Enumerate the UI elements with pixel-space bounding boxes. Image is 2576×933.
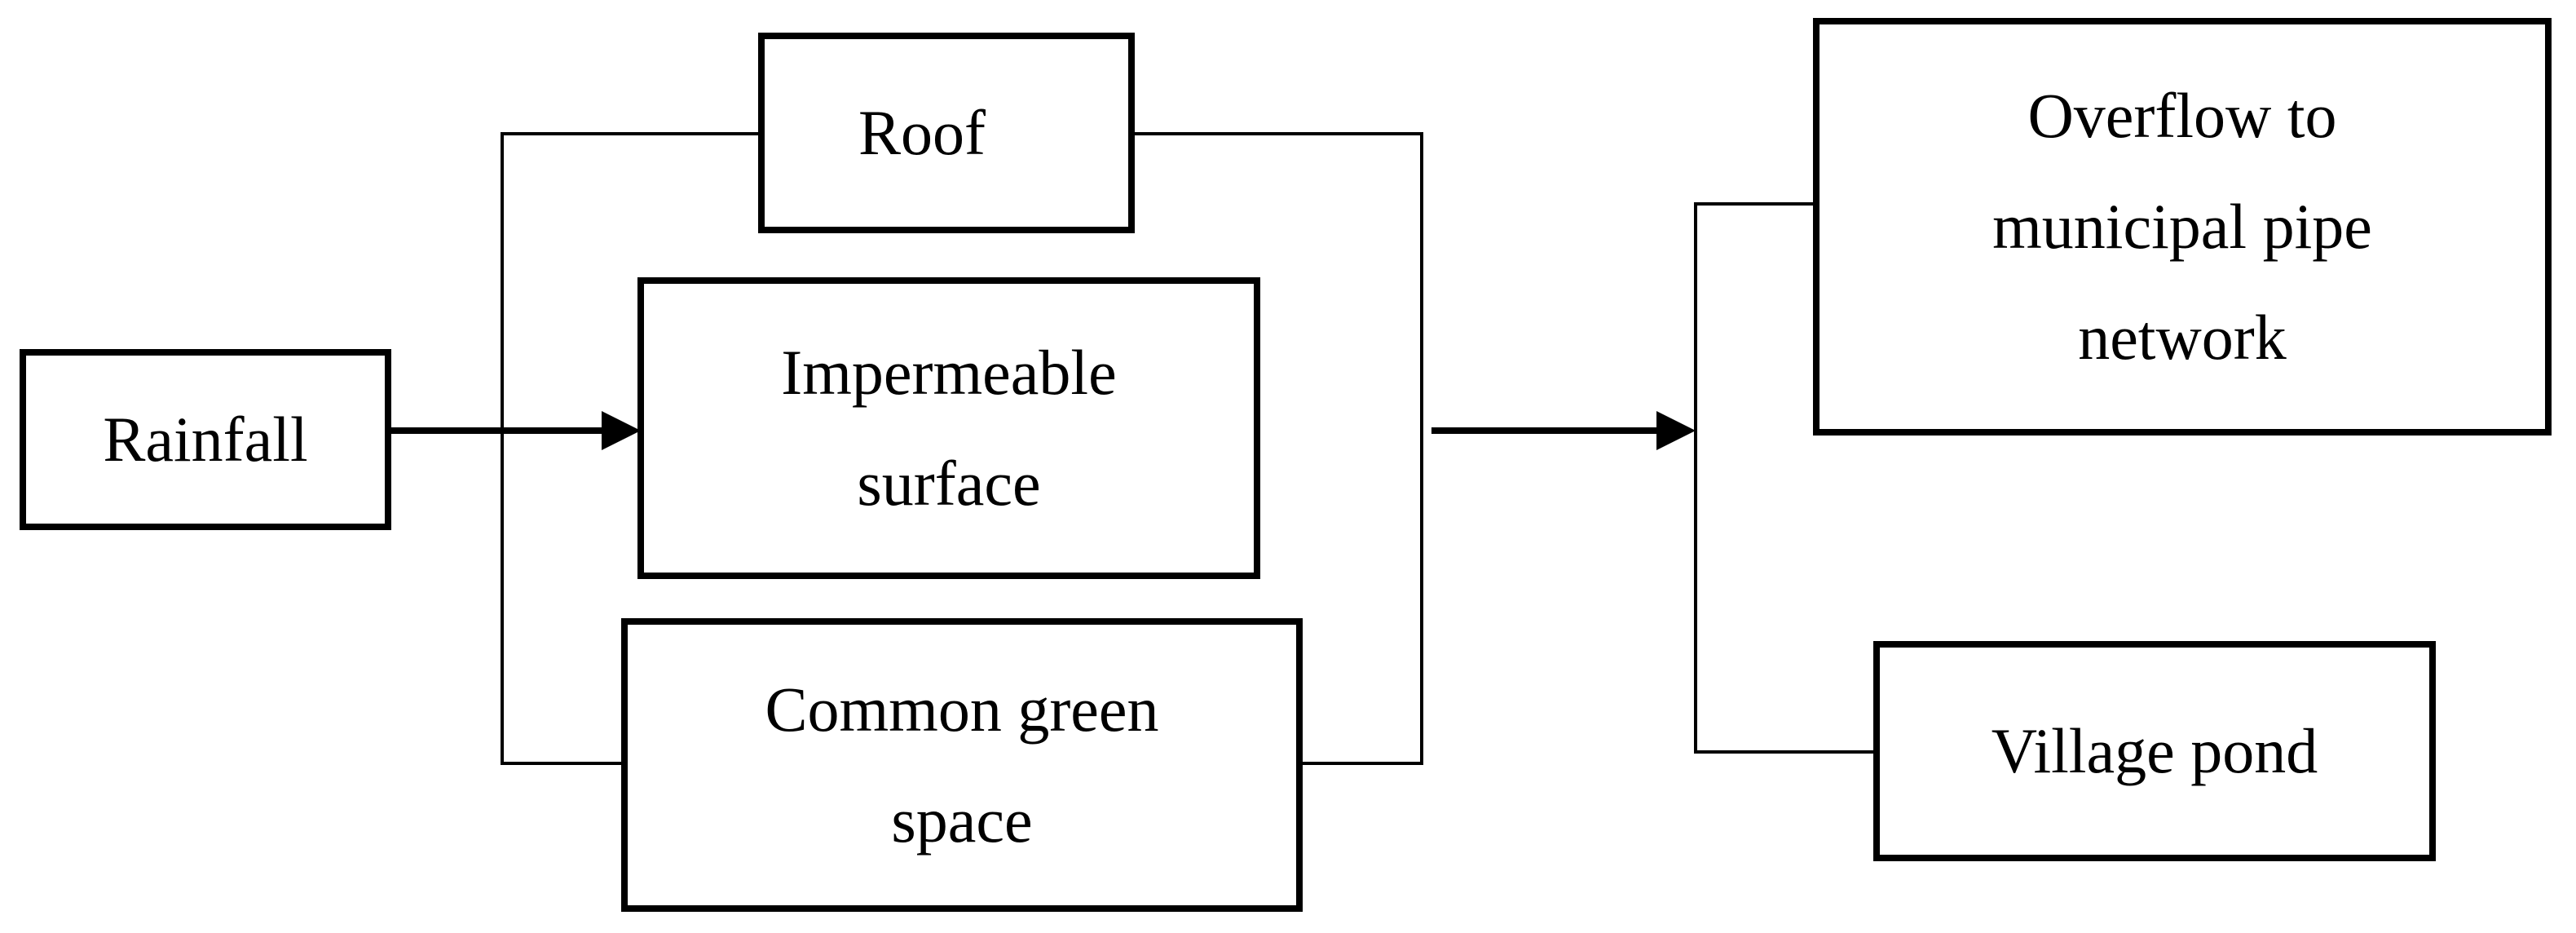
outlets-bracket <box>1694 202 1873 754</box>
surfaces-left-bracket <box>501 132 758 765</box>
common-green-space-box: Common green space <box>621 618 1303 912</box>
rainfall-label: Rainfall <box>103 404 308 475</box>
overflow-box: Overflow to municipal pipe network <box>1813 18 2552 436</box>
roof-box: Roof <box>758 33 1135 233</box>
rainfall-box: Rainfall <box>20 349 391 530</box>
overflow-label: Overflow to municipal pipe network <box>1992 80 2372 373</box>
impermeable-surface-label: Impermeable surface <box>781 337 1117 519</box>
roof-label: Roof <box>858 97 986 168</box>
village-pond-box: Village pond <box>1873 641 2436 861</box>
outlet-arrow-head <box>1656 411 1696 450</box>
rainfall-arrow-head <box>602 411 641 450</box>
common-green-space-label: Common green space <box>765 674 1159 856</box>
village-pond-label: Village pond <box>1991 715 2318 786</box>
surfaces-right-bracket <box>1135 132 1423 765</box>
impermeable-surface-box: Impermeable surface <box>637 277 1260 579</box>
